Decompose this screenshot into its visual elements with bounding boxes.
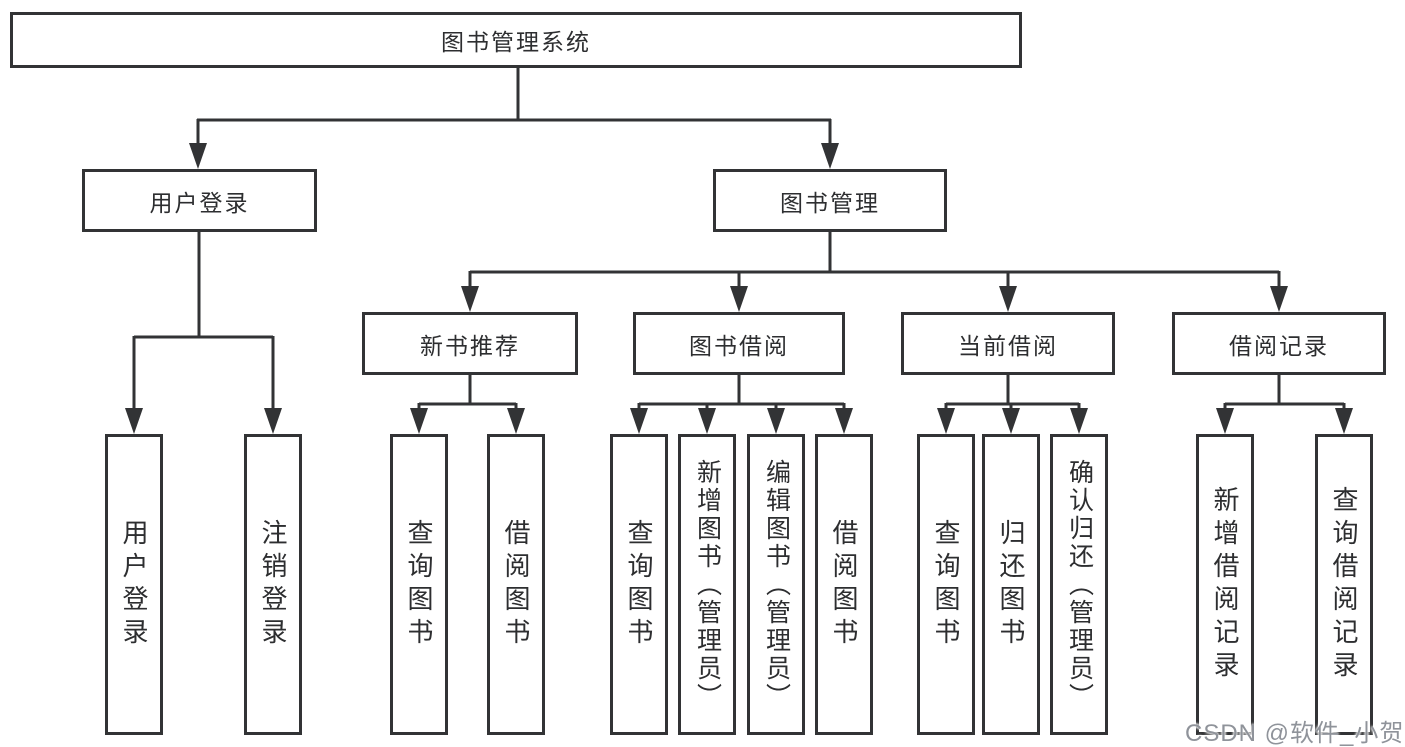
leaf-label: 编辑图书（管理员） — [762, 458, 791, 711]
node-user-login: 用户登录 — [82, 169, 317, 232]
leaf-confirm-return-admin: 确认归还（管理员） — [1050, 434, 1108, 735]
leaf-label: 查询图书 — [404, 518, 434, 651]
leaf-edit-book-admin: 编辑图书（管理员） — [747, 434, 805, 735]
arrowhead-down — [767, 408, 785, 434]
arrowhead-down — [507, 408, 525, 434]
leaf-return-books: 归还图书 — [982, 434, 1040, 735]
connector-book-borrow-to-leaves — [637, 375, 846, 414]
leaf-label: 注销登录 — [258, 518, 288, 651]
leaf-logout: 注销登录 — [244, 434, 302, 735]
node-borrow-records-label: 借阅记录 — [1229, 332, 1329, 359]
leaf-label: 新增借阅记录 — [1210, 485, 1240, 684]
connector-user-login-to-leaves — [132, 232, 275, 414]
node-current-borrow-label: 当前借阅 — [958, 332, 1058, 359]
leaf-add-book-admin: 新增图书（管理员） — [678, 434, 736, 735]
arrowhead-down — [835, 408, 853, 434]
leaf-label: 查询借阅记录 — [1329, 485, 1359, 684]
leaf-label: 用户登录 — [119, 518, 149, 651]
connector-new-book-recommend-to-leaves — [417, 375, 518, 414]
leaf-label: 确认归还（管理员） — [1065, 458, 1094, 711]
node-new-book-recommend-label: 新书推荐 — [420, 332, 520, 359]
leaf-query-borrow-record: 查询借阅记录 — [1315, 434, 1373, 735]
arrowhead-down — [999, 286, 1017, 312]
node-book-borrow: 图书借阅 — [633, 312, 845, 375]
leaf-label: 借阅图书 — [829, 518, 859, 651]
arrowhead-down — [937, 408, 955, 434]
node-book-management-label: 图书管理 — [780, 189, 880, 216]
arrowhead-down — [461, 286, 479, 312]
watermark-text: CSDN @软件_小贺同学 — [1185, 720, 1405, 747]
arrowhead-down — [125, 408, 143, 434]
arrowhead-down — [1270, 286, 1288, 312]
node-new-book-recommend: 新书推荐 — [362, 312, 578, 375]
node-user-login-label: 用户登录 — [149, 189, 250, 216]
leaf-add-borrow-record: 新增借阅记录 — [1196, 434, 1254, 735]
leaf-borrow-books-recommend: 借阅图书 — [487, 434, 545, 735]
arrowhead-down — [630, 408, 648, 434]
connector-current-borrow-to-leaves — [944, 375, 1081, 414]
arrowhead-down — [821, 143, 839, 169]
leaf-label: 借阅图书 — [501, 518, 531, 651]
arrowhead-down — [1216, 408, 1234, 434]
arrowhead-down — [410, 408, 428, 434]
arrowhead-down — [1070, 408, 1088, 434]
leaf-query-books-borrow: 查询图书 — [610, 434, 668, 735]
arrowhead-down — [264, 408, 282, 434]
node-root-label: 图书管理系统 — [441, 29, 591, 55]
leaf-label: 查询图书 — [931, 518, 961, 651]
connector-borrow-records-to-leaves — [1223, 375, 1346, 414]
node-current-borrow: 当前借阅 — [901, 312, 1115, 375]
leaf-label: 新增图书（管理员） — [693, 458, 722, 711]
connector-root-to-level2 — [196, 68, 832, 150]
arrowhead-down — [698, 408, 716, 434]
leaf-query-books-recommend: 查询图书 — [390, 434, 448, 735]
arrowhead-down — [189, 143, 207, 169]
arrowhead-down — [730, 286, 748, 312]
leaf-query-books-current: 查询图书 — [917, 434, 975, 735]
arrowhead-down — [1335, 408, 1353, 434]
leaf-borrow-books: 借阅图书 — [815, 434, 873, 735]
node-root: 图书管理系统 — [10, 12, 1022, 68]
leaf-label: 归还图书 — [996, 518, 1026, 651]
leaf-user-login: 用户登录 — [105, 434, 163, 735]
leaf-label: 查询图书 — [624, 518, 654, 651]
node-borrow-records: 借阅记录 — [1172, 312, 1386, 375]
node-book-borrow-label: 图书借阅 — [689, 332, 789, 359]
node-book-management: 图书管理 — [713, 169, 947, 232]
connector-book-management-to-sections — [468, 232, 1281, 290]
arrowhead-down — [1002, 408, 1020, 434]
